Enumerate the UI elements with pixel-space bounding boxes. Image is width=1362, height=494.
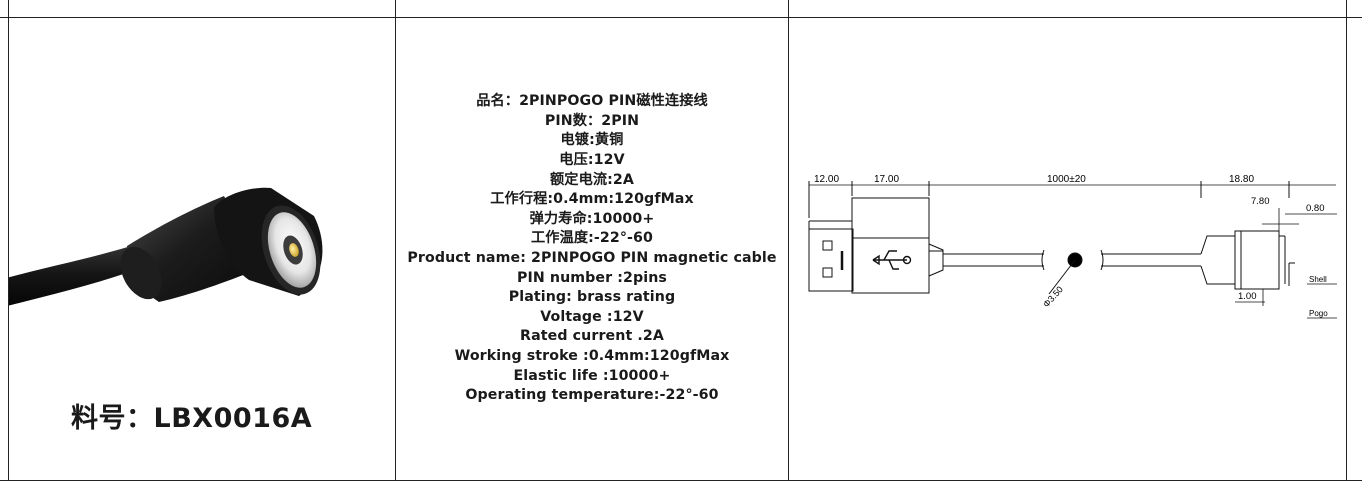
spec-line: Plating: brass rating	[508, 289, 676, 306]
spec-line: Elastic life :10000+	[513, 367, 671, 384]
dim-base-thickness: 1.00	[1238, 291, 1257, 302]
dim-cable-diameter: Φ3.50	[1041, 284, 1065, 309]
dim-head-length: 18.80	[1229, 174, 1254, 185]
table-border-left	[8, 0, 9, 481]
column-divider-3	[1346, 0, 1347, 481]
shell-label: Shell	[1309, 275, 1327, 284]
spec-line: Operating temperature:-22°-60	[465, 387, 719, 404]
column-divider-1	[395, 0, 396, 481]
column-divider-2	[788, 0, 789, 481]
spec-line: 额定电流:2A	[550, 171, 634, 188]
product-photo-cell: 料号：LBX0016A	[9, 18, 395, 480]
dim-pin-height: 0.80	[1306, 203, 1325, 214]
spec-line: Voltage :12V	[540, 308, 644, 325]
spec-line: Working stroke :0.4mm:120gfMax	[454, 347, 730, 364]
spec-line: 电压:12V	[559, 152, 625, 169]
dim-cable-length: 1000±20	[1047, 174, 1086, 185]
spec-cell: 品名：2PINPOGO PIN磁性连接线 PIN数：2PIN 电镀:黄铜 电压:…	[396, 18, 788, 480]
spec-line: 弹力寿命:10000+	[529, 210, 655, 227]
spec-line: PIN number :2pins	[516, 269, 667, 286]
cable-dimension-drawing: 12.00 17.00 1000±20 18.80 7.80 0.80 1.00…	[808, 174, 1337, 319]
part-number-label: 料号：LBX0016A	[71, 403, 313, 434]
table-border-top	[0, 17, 1362, 18]
spec-line: Product name: 2PINPOGO PIN magnetic cabl…	[407, 250, 777, 266]
pogo-label: Pogo	[1309, 309, 1328, 318]
magnetic-connector-image	[9, 187, 323, 306]
dim-housing-length: 17.00	[874, 174, 899, 185]
spec-line: PIN数：2PIN	[544, 112, 640, 129]
dim-plug-length: 12.00	[814, 174, 839, 185]
spec-line: 品名：2PINPOGO PIN磁性连接线	[476, 93, 708, 110]
technical-drawing-cell: 12.00 17.00 1000±20 18.80 7.80 0.80 1.00…	[789, 18, 1346, 480]
table-border-bottom	[0, 480, 1362, 481]
spec-line: 电镀:黄铜	[560, 132, 624, 149]
usb-icon	[872, 250, 912, 270]
dim-face-depth: 7.80	[1251, 196, 1270, 207]
spec-line: Rated current .2A	[520, 328, 664, 345]
spec-line: 工作温度:-22°-60	[531, 230, 653, 247]
spec-line: 工作行程:0.4mm:120gfMax	[490, 191, 694, 208]
spec-list: 品名：2PINPOGO PIN磁性连接线 PIN数：2PIN 电镀:黄铜 电压:…	[407, 92, 776, 406]
